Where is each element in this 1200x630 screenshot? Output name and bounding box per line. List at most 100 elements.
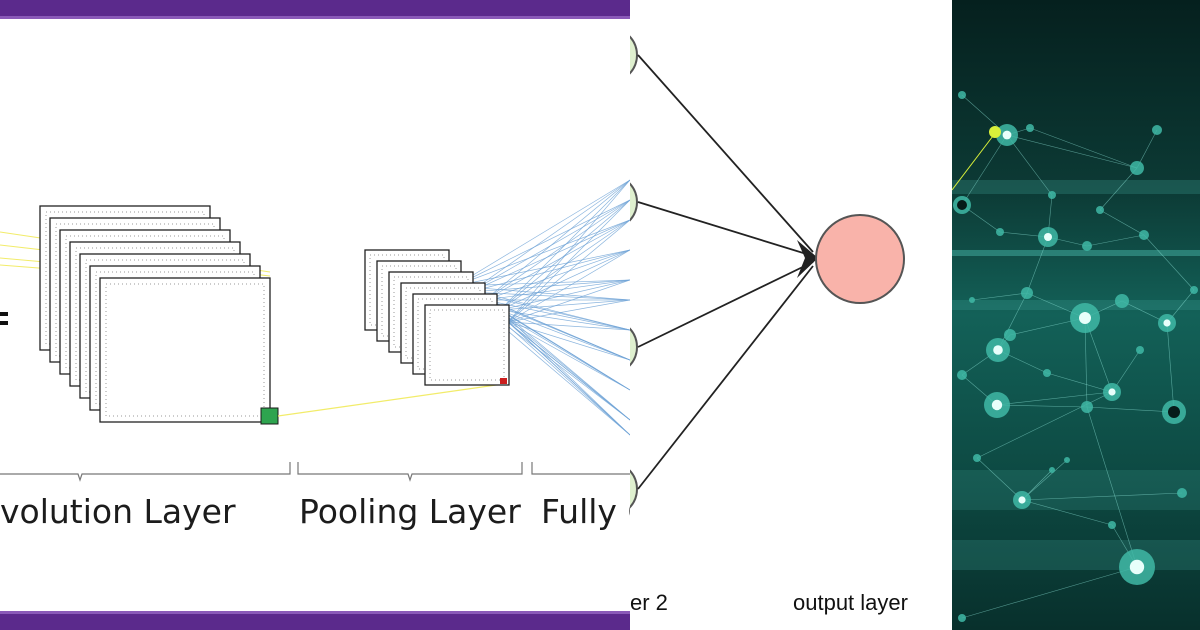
fc-line (499, 309, 630, 361)
output-layer-label: output layer (793, 590, 908, 615)
network-node (1081, 401, 1093, 413)
network-node (1108, 521, 1116, 529)
hidden-layer-label: er 2 (630, 590, 668, 615)
fc-line (499, 309, 630, 421)
neural-network-diagram (630, 35, 905, 509)
network-edge (1046, 372, 1113, 393)
network-edge (1021, 459, 1068, 501)
network-node (958, 91, 966, 99)
fc-line (499, 199, 630, 311)
network-node-core (991, 399, 1003, 411)
fc-line (484, 279, 630, 301)
fc-line (499, 249, 630, 311)
network-node (1026, 124, 1034, 132)
fc-line (499, 179, 630, 311)
fc-line (469, 249, 630, 293)
network-node (1190, 286, 1198, 294)
network-node (957, 370, 967, 380)
network-edge (1021, 492, 1183, 501)
light-band (952, 250, 1200, 256)
fc-line (499, 279, 630, 311)
conv-kernel-highlight (260, 407, 279, 425)
network-node (1115, 294, 1129, 308)
hidden-node-1 (630, 35, 638, 75)
conv-feature-map (99, 277, 271, 423)
network-edge (1099, 209, 1145, 236)
fc-line (507, 179, 630, 323)
network-node-core (1163, 319, 1171, 327)
layer-braces (0, 462, 630, 482)
pool-map-grid (429, 309, 505, 381)
fc-line (507, 299, 630, 323)
neural-network-panel: er 2 output layer (630, 0, 952, 630)
network-node (1064, 457, 1070, 463)
network-edge (1006, 134, 1053, 196)
light-band (952, 300, 1200, 310)
hidden-node-3 (630, 327, 638, 367)
light-band (952, 180, 1200, 194)
fc-line (499, 309, 630, 436)
light-band (952, 470, 1200, 510)
highlight-node (989, 126, 1001, 138)
network-node (1136, 346, 1144, 354)
fc-line (507, 279, 630, 323)
network-node-core (1018, 496, 1026, 504)
network-node-core (1129, 559, 1145, 575)
fc-line (507, 249, 630, 323)
fully-connected-label: Fully C (541, 492, 630, 531)
network-node (1043, 369, 1051, 377)
fc-line (484, 249, 630, 301)
fc-line (469, 179, 630, 293)
network-edge (976, 457, 1023, 501)
network-node (1021, 287, 1033, 299)
fc-line (507, 321, 630, 421)
network-edge (1086, 406, 1175, 413)
network-node-core (1079, 312, 1091, 324)
fc-line (454, 179, 630, 287)
network-edge (971, 292, 1028, 301)
equals-fragment (0, 312, 8, 316)
hidden-node-4 (630, 469, 638, 509)
fc-line (507, 321, 630, 361)
network-edge (1143, 234, 1195, 291)
edges-to-output (637, 54, 814, 490)
network-node-core (1044, 233, 1052, 241)
light-bands (952, 180, 1200, 570)
network-node (1152, 125, 1162, 135)
network-edge (1006, 134, 1138, 169)
network-edge (1029, 127, 1138, 169)
pool-kernel-highlight (500, 378, 507, 384)
conv-map-grid (105, 283, 265, 417)
network-node (1096, 206, 1104, 214)
network-edge (1021, 499, 1113, 526)
convolution-layer-label: volution Layer (0, 492, 236, 531)
output-node (815, 214, 905, 304)
pooling-feature-maps (364, 249, 510, 386)
network-node (1049, 467, 1055, 473)
network-node (996, 228, 1004, 236)
fc-line (507, 321, 630, 391)
network-node (1139, 230, 1149, 240)
network-graphic (952, 0, 1200, 630)
network-node-core (993, 345, 1003, 355)
bottom-frame-band (0, 611, 630, 630)
network-graphic-panel (952, 0, 1200, 630)
network-node (1004, 329, 1016, 341)
fc-line (507, 321, 630, 331)
fc-line (507, 321, 630, 436)
network-node (973, 454, 981, 462)
pool-feature-map (424, 304, 510, 386)
network-node-core (1002, 130, 1012, 140)
network-edge (1099, 167, 1138, 211)
cnn-diagram (0, 179, 630, 482)
fc-line (499, 309, 630, 331)
network-edge (1166, 322, 1175, 413)
network-edge (1086, 406, 1138, 568)
conv-to-pool-line (277, 383, 504, 417)
fc-line (484, 219, 630, 301)
network-edge (961, 134, 1008, 206)
fc-line (454, 219, 630, 287)
fc-line (469, 219, 630, 293)
dark-node-core (957, 200, 967, 210)
network-nodes (953, 91, 1198, 622)
